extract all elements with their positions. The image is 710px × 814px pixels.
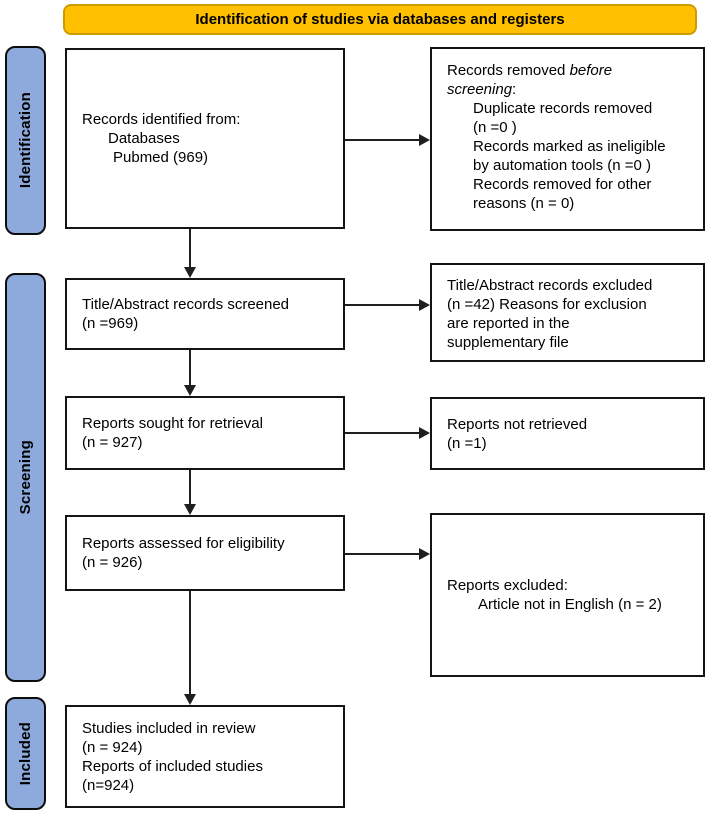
- arrow-identified-to-screened: [184, 229, 196, 278]
- reports-assessed-box: Reports assessed for eligibility (n = 92…: [65, 515, 345, 591]
- records-identified-box: Records identified from: Databases Pubme…: [65, 48, 345, 229]
- box-text-line: Reports sought for retrieval: [82, 415, 263, 432]
- box-text-line: (n = 926): [82, 554, 143, 571]
- arrow-screened-to-sought: [184, 350, 196, 396]
- box-text-line: (n =969): [82, 315, 139, 332]
- box-text-line: (n=924): [82, 776, 135, 794]
- box-text-line: (n =1): [447, 434, 487, 452]
- box-text-line: by automation tools (n =0 ): [473, 157, 652, 174]
- screening-excluded-box: Title/Abstract records excluded (n =42) …: [430, 263, 705, 362]
- box-text-line: Reports not retrieved: [447, 415, 588, 433]
- reports-excluded-box: Reports excluded: Article not in English…: [430, 513, 705, 677]
- box-text-line: Title/Abstract records excluded: [447, 277, 653, 294]
- box-text-line: Records removed for other: [473, 176, 652, 193]
- box-text-line: (n =42) Reasons for exclusion: [447, 296, 647, 313]
- reports-sought-box: Reports sought for retrieval (n = 927): [65, 396, 345, 470]
- arrow-sought-to-not-retrieved: [345, 427, 430, 439]
- arrow-assessed-to-excluded: [345, 548, 430, 560]
- stage-included-label: Included: [17, 721, 34, 786]
- box-text-line: are reported in the: [447, 315, 570, 332]
- stage-screening-label: Screening: [17, 440, 34, 515]
- stage-included: Included: [5, 697, 46, 810]
- box-text-line: Reports excluded:: [447, 577, 568, 594]
- arrow-sought-to-assessed: [184, 470, 196, 515]
- box-text-line: Title/Abstract records screened: [82, 296, 290, 313]
- box-text-line: (n = 924): [82, 738, 143, 756]
- box-text-line: supplementary file: [447, 334, 569, 351]
- box-text-line: reasons (n = 0): [473, 195, 575, 212]
- box-text-line: Reports of included studies: [82, 757, 263, 775]
- records-screened-box: Title/Abstract records screened (n =969): [65, 278, 345, 350]
- box-text-line: Databases: [108, 130, 180, 147]
- records-removed-box: Records removed before screening: Duplic…: [430, 47, 705, 231]
- arrow-assessed-to-included: [184, 591, 196, 705]
- box-text-line: Reports assessed for eligibility: [82, 535, 285, 552]
- box-text-line: Article not in English (n = 2): [478, 596, 662, 613]
- banner-title: Identification of studies via databases …: [195, 11, 565, 28]
- box-text-line: Studies included in review: [82, 719, 256, 737]
- reports-not-retrieved-box: Reports not retrieved (n =1): [430, 397, 705, 470]
- box-text-line: Records removed before: [447, 62, 613, 79]
- stage-identification: Identification: [5, 46, 46, 235]
- stage-identification-label: Identification: [17, 92, 34, 189]
- arrow-identified-to-removed: [345, 134, 430, 146]
- box-text-line: (n = 927): [82, 434, 143, 451]
- banner-identification-via-databases: Identification of studies via databases …: [63, 4, 697, 35]
- stage-screening: Screening: [5, 273, 46, 682]
- box-text-line: Records identified from:: [82, 111, 241, 128]
- box-text-line: Records marked as ineligible: [473, 138, 666, 155]
- box-text-line: (n =0 ): [473, 119, 517, 136]
- studies-included-box: Studies included in review (n = 924) Rep…: [65, 705, 345, 808]
- box-text-line: screening:: [447, 81, 517, 98]
- box-text-line: Pubmed (969): [113, 149, 209, 166]
- box-text-line: Duplicate records removed: [473, 100, 653, 117]
- arrow-screened-to-excluded: [345, 299, 430, 311]
